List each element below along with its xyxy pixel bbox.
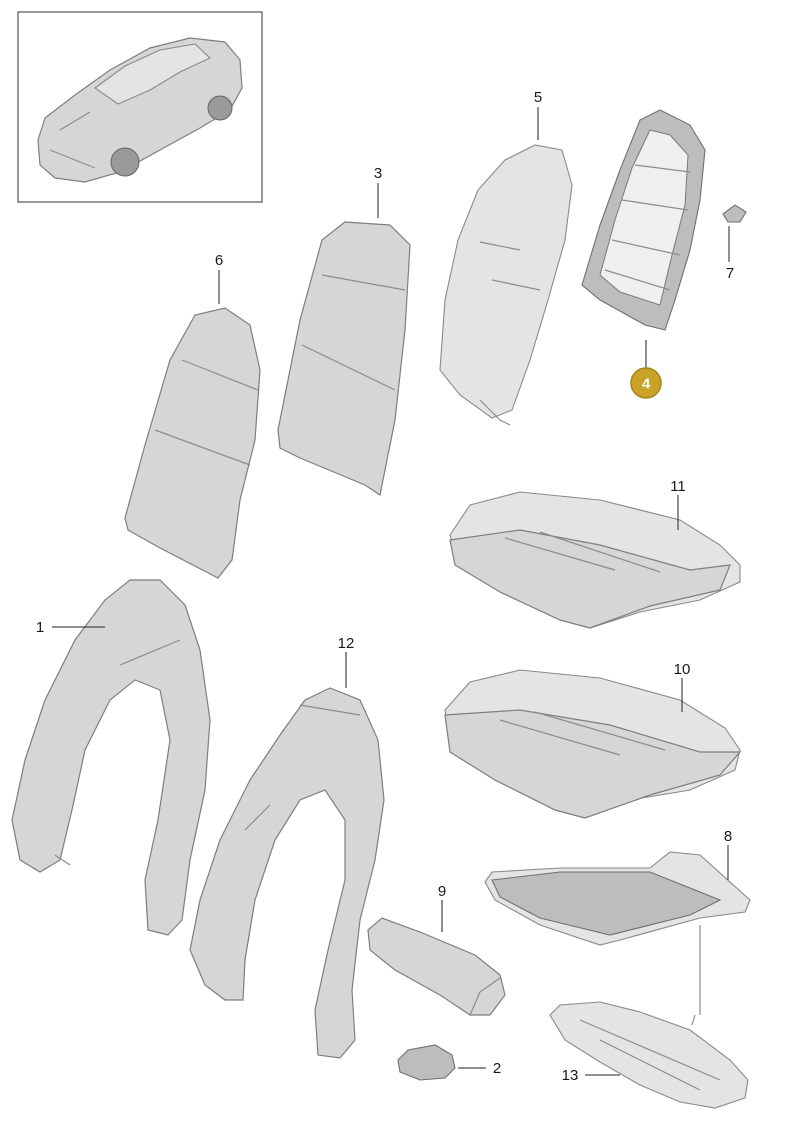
part-12-side-bolster <box>189 687 385 1059</box>
part-9-bolster-pad <box>367 917 506 1016</box>
highlight-badge <box>630 367 662 399</box>
part-3-backrest-panel <box>277 221 411 496</box>
part-11-seat-cushion <box>449 491 741 629</box>
callout-6: 6 <box>215 252 223 269</box>
callout-13: 13 <box>562 1067 579 1084</box>
part-13-seat-base <box>549 1001 749 1109</box>
part-10-seat-cushion <box>444 669 742 819</box>
callout-11: 11 <box>670 478 686 495</box>
part-1-side-bolster <box>11 579 211 936</box>
part-8-cushion-base <box>484 851 751 1026</box>
callout-5: 5 <box>534 89 542 106</box>
callout-7: 7 <box>726 265 734 282</box>
part-5-backrest-cover <box>439 144 573 426</box>
callout-9: 9 <box>438 883 446 900</box>
car-thumbnail <box>17 11 263 203</box>
part-4-backrest-frame <box>581 109 706 331</box>
callout-4: 4 <box>642 376 651 393</box>
callout-8: 8 <box>724 828 732 845</box>
part-7-clip <box>722 204 747 223</box>
callout-3: 3 <box>374 165 382 182</box>
callout-2: 2 <box>493 1060 501 1077</box>
callout-12: 12 <box>338 635 355 652</box>
callout-10: 10 <box>674 661 691 678</box>
callout-1: 1 <box>36 619 44 636</box>
part-6-backrest-panel <box>124 307 261 579</box>
callout-4-highlight[interactable]: 4 <box>630 367 662 399</box>
leader-lines <box>52 107 730 1076</box>
part-2-bracket <box>397 1044 456 1081</box>
sports-car-icon <box>37 37 243 183</box>
